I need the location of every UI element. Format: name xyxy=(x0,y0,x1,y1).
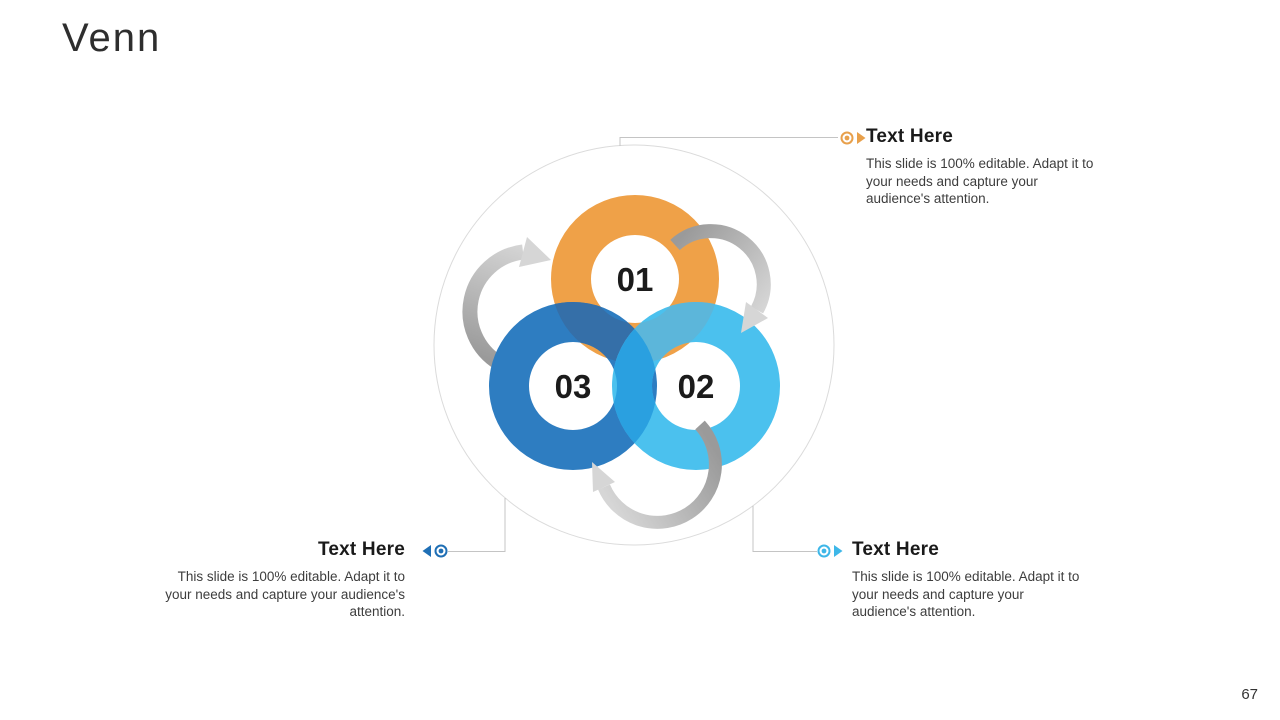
page-number: 67 xyxy=(1241,686,1258,703)
rotation-arrow-top-left-icon xyxy=(462,237,551,370)
connector-bottom-right xyxy=(752,506,817,552)
connector-bottom-left xyxy=(448,498,506,552)
callout-body: This slide is 100% editable. Adapt it to… xyxy=(866,156,1094,206)
venn-label-01: 01 xyxy=(617,261,654,298)
callout-heading: Text Here xyxy=(852,539,939,560)
callout-heading: Text Here xyxy=(866,126,953,147)
overlap-02-03 xyxy=(612,302,657,470)
callout-body: This slide is 100% editable. Adapt it to… xyxy=(165,569,405,619)
connector-top-right xyxy=(619,137,838,146)
callout-body: This slide is 100% editable. Adapt it to… xyxy=(852,569,1080,619)
page-title: Venn xyxy=(62,16,162,60)
callout-bottom-left: Text Here This slide is 100% editable. A… xyxy=(153,539,405,621)
overlap-02-01 xyxy=(612,302,720,364)
callout-bottom-right: Text Here This slide is 100% editable. A… xyxy=(852,539,1088,621)
callout-marker-top-right-icon xyxy=(840,131,866,145)
overlap-03-01 xyxy=(550,302,657,364)
callout-top-right: Text Here This slide is 100% editable. A… xyxy=(866,126,1102,208)
callout-marker-bottom-right-icon xyxy=(817,544,843,558)
rotation-arrow-top-right-icon xyxy=(670,224,771,333)
venn-label-02: 02 xyxy=(678,368,715,405)
venn-label-03: 03 xyxy=(555,368,592,405)
rotation-arrow-bottom-icon xyxy=(592,420,722,529)
callout-marker-bottom-left-icon xyxy=(422,544,448,558)
callout-heading: Text Here xyxy=(318,539,405,560)
